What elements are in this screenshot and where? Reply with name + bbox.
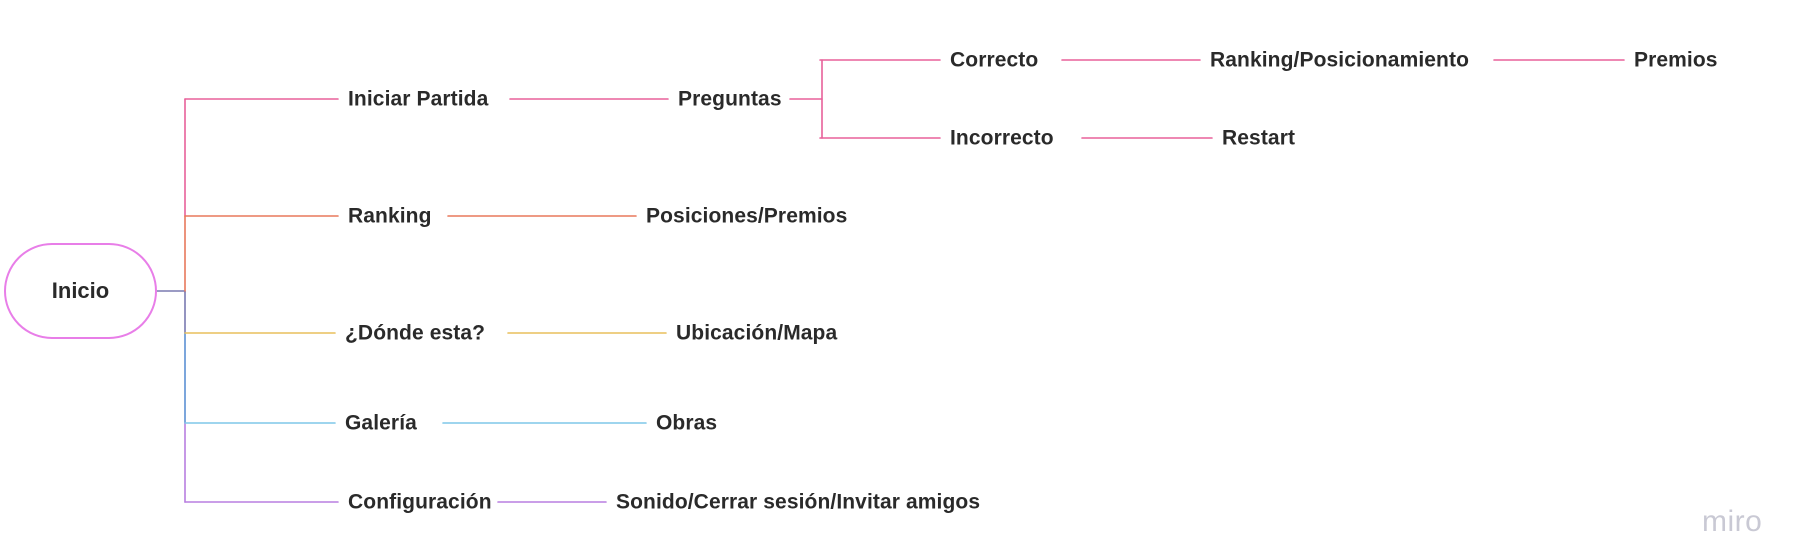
node-label-iniciar-partida[interactable]: Iniciar Partida xyxy=(348,87,489,111)
node-label-premios[interactable]: Premios xyxy=(1634,48,1718,72)
node-label-ranking-posicionamiento[interactable]: Ranking/Posicionamiento xyxy=(1210,48,1470,72)
node-label-ubicacion-mapa[interactable]: Ubicación/Mapa xyxy=(676,321,838,345)
node-label-donde-esta[interactable]: ¿Dónde esta? xyxy=(345,321,486,345)
miro-watermark: miro xyxy=(1702,505,1763,538)
node-label-configuracion[interactable]: Configuración xyxy=(348,490,492,514)
node-label-galeria[interactable]: Galería xyxy=(345,411,417,435)
node-label-posiciones-premios[interactable]: Posiciones/Premios xyxy=(646,204,848,228)
root-node-inicio[interactable]: Inicio xyxy=(4,243,157,339)
node-label-sonido-cerrar-invitar[interactable]: Sonido/Cerrar sesión/Invitar amigos xyxy=(616,490,981,514)
node-label-obras[interactable]: Obras xyxy=(656,411,718,435)
node-label-correcto[interactable]: Correcto xyxy=(950,48,1039,72)
node-label-ranking[interactable]: Ranking xyxy=(348,204,432,228)
node-label-incorrecto[interactable]: Incorrecto xyxy=(950,126,1054,150)
root-node-label: Inicio xyxy=(51,278,110,303)
node-label-restart[interactable]: Restart xyxy=(1222,126,1296,150)
node-label-preguntas[interactable]: Preguntas xyxy=(678,87,782,111)
